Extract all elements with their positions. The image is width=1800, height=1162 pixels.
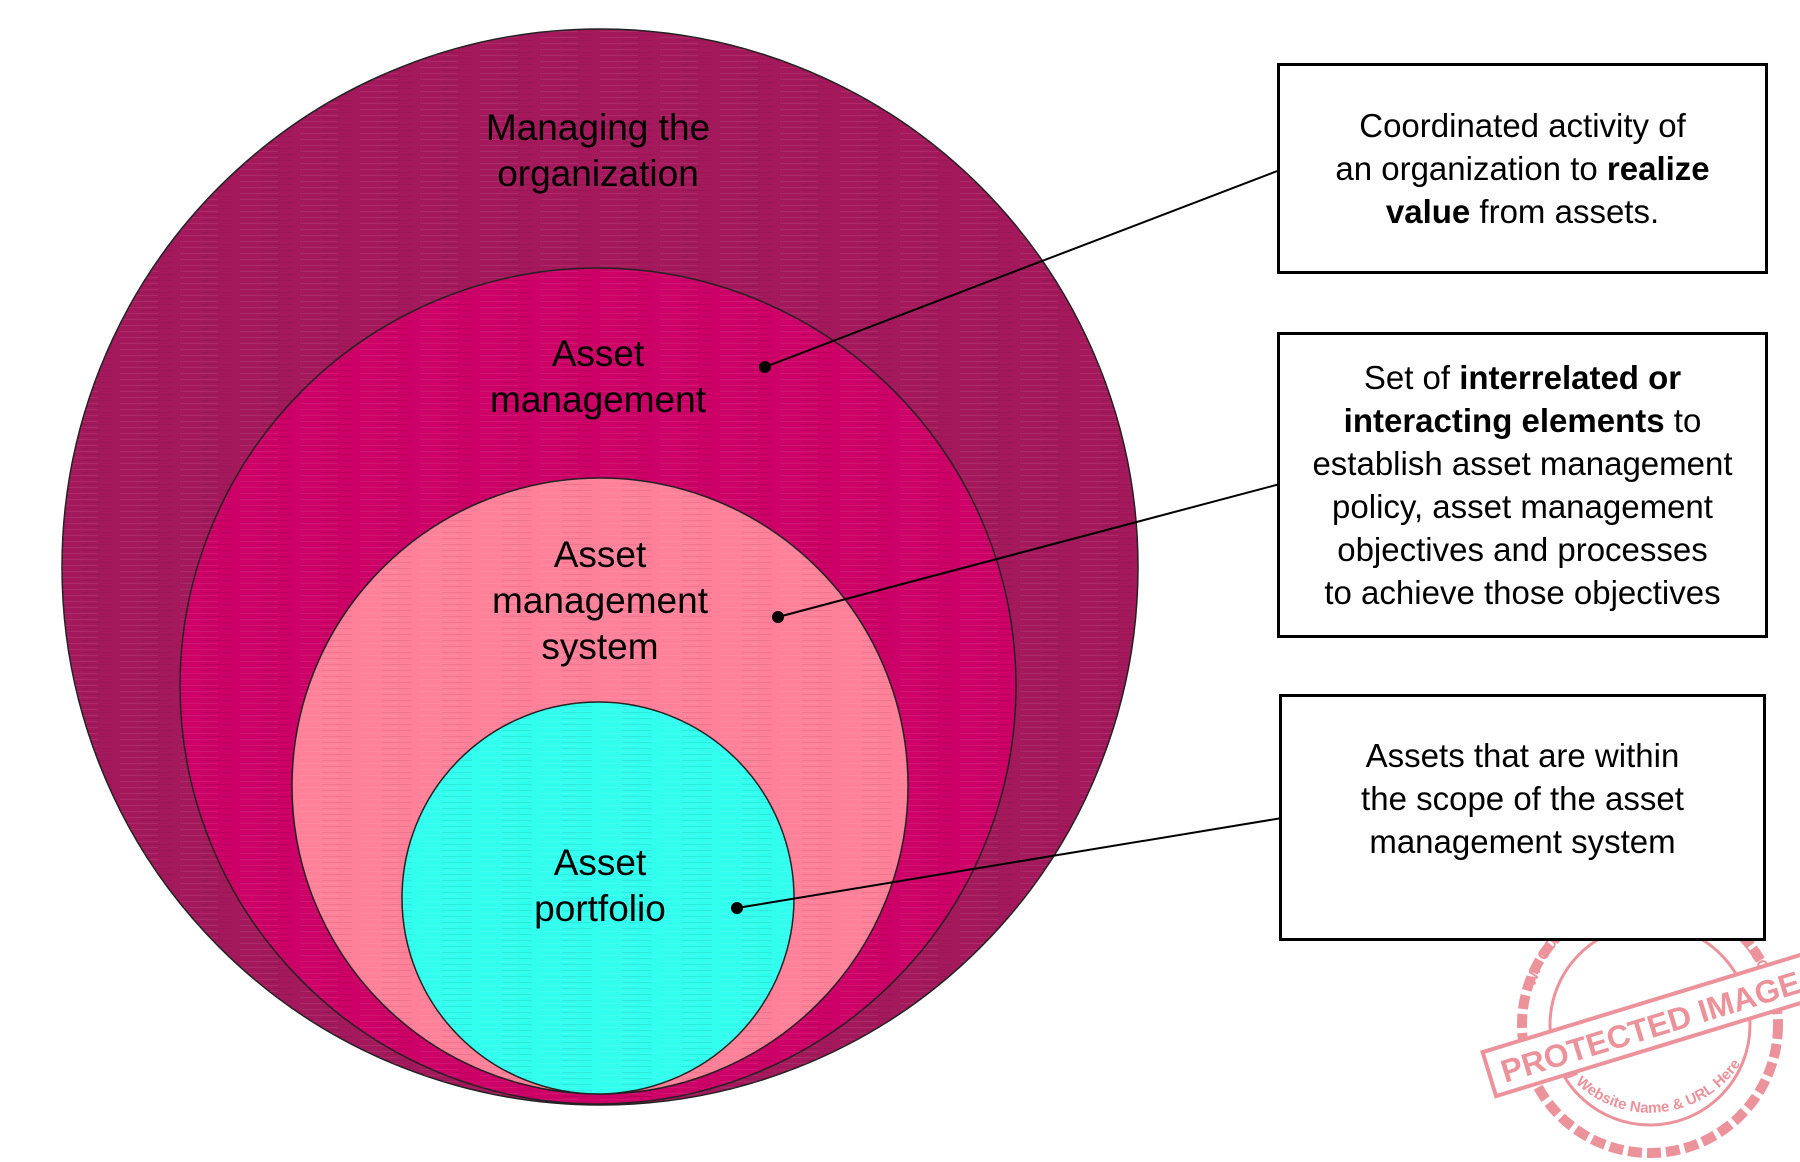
label-managing-organization: Managing the organization bbox=[486, 107, 710, 194]
label-line: portfolio bbox=[534, 888, 666, 929]
callout-line: from assets. bbox=[1470, 193, 1660, 230]
label-asset-management: Asset management bbox=[490, 333, 707, 420]
callout-line: an organization to bbox=[1335, 150, 1607, 187]
callout-portfolio-definition: Assets that are within the scope of the … bbox=[1279, 694, 1766, 941]
stamp-center-text: PROTECTED IMAGE bbox=[1497, 964, 1800, 1089]
callout-line: to achieve those objectives bbox=[1324, 574, 1721, 611]
callout-bold: interacting elements bbox=[1343, 402, 1665, 439]
label-line: organization bbox=[497, 153, 699, 194]
connector-asset-management bbox=[764, 169, 1281, 368]
callout-line: establish asset management bbox=[1312, 445, 1733, 482]
callout-asset-management-definition: Coordinated activity of an organization … bbox=[1277, 63, 1768, 274]
connector-system bbox=[777, 483, 1281, 618]
callout-line: Assets that are within bbox=[1365, 737, 1680, 774]
connector-portfolio bbox=[736, 817, 1283, 909]
label-asset-management-system: Asset management system bbox=[492, 534, 709, 667]
label-line: Asset bbox=[552, 333, 645, 374]
label-line: management bbox=[490, 379, 707, 420]
callout-line: the scope of the asset bbox=[1361, 780, 1684, 817]
callout-line: to bbox=[1664, 402, 1702, 439]
callout-line: objectives and processes bbox=[1337, 531, 1708, 568]
callout-text: Set of interrelated or interacting eleme… bbox=[1312, 356, 1732, 614]
callout-text: Assets that are within the scope of the … bbox=[1361, 734, 1684, 863]
label-asset-portfolio: Asset portfolio bbox=[534, 842, 666, 929]
circle-texture bbox=[402, 702, 794, 1094]
label-line: Asset bbox=[554, 534, 647, 575]
callout-bold: interrelated or bbox=[1459, 359, 1682, 396]
callout-bold: realize bbox=[1606, 150, 1710, 187]
callout-text: Coordinated activity of an organization … bbox=[1335, 104, 1709, 233]
callout-line: Set of bbox=[1363, 359, 1460, 396]
connector-lines bbox=[731, 169, 1283, 914]
label-line: management bbox=[492, 580, 709, 621]
connector-dot bbox=[759, 361, 771, 373]
label-line: system bbox=[541, 626, 658, 667]
callout-line: management system bbox=[1369, 823, 1676, 860]
label-line: Managing the bbox=[486, 107, 710, 148]
callout-bold: value bbox=[1385, 193, 1471, 230]
label-line: Asset bbox=[554, 842, 647, 883]
connector-dot bbox=[772, 611, 784, 623]
connector-dot bbox=[731, 902, 743, 914]
stamp-banner bbox=[1480, 951, 1800, 1099]
callout-system-definition: Set of interrelated or interacting eleme… bbox=[1277, 332, 1768, 638]
callout-line: Coordinated activity of bbox=[1359, 107, 1686, 144]
callout-line: policy, asset management bbox=[1332, 488, 1713, 525]
